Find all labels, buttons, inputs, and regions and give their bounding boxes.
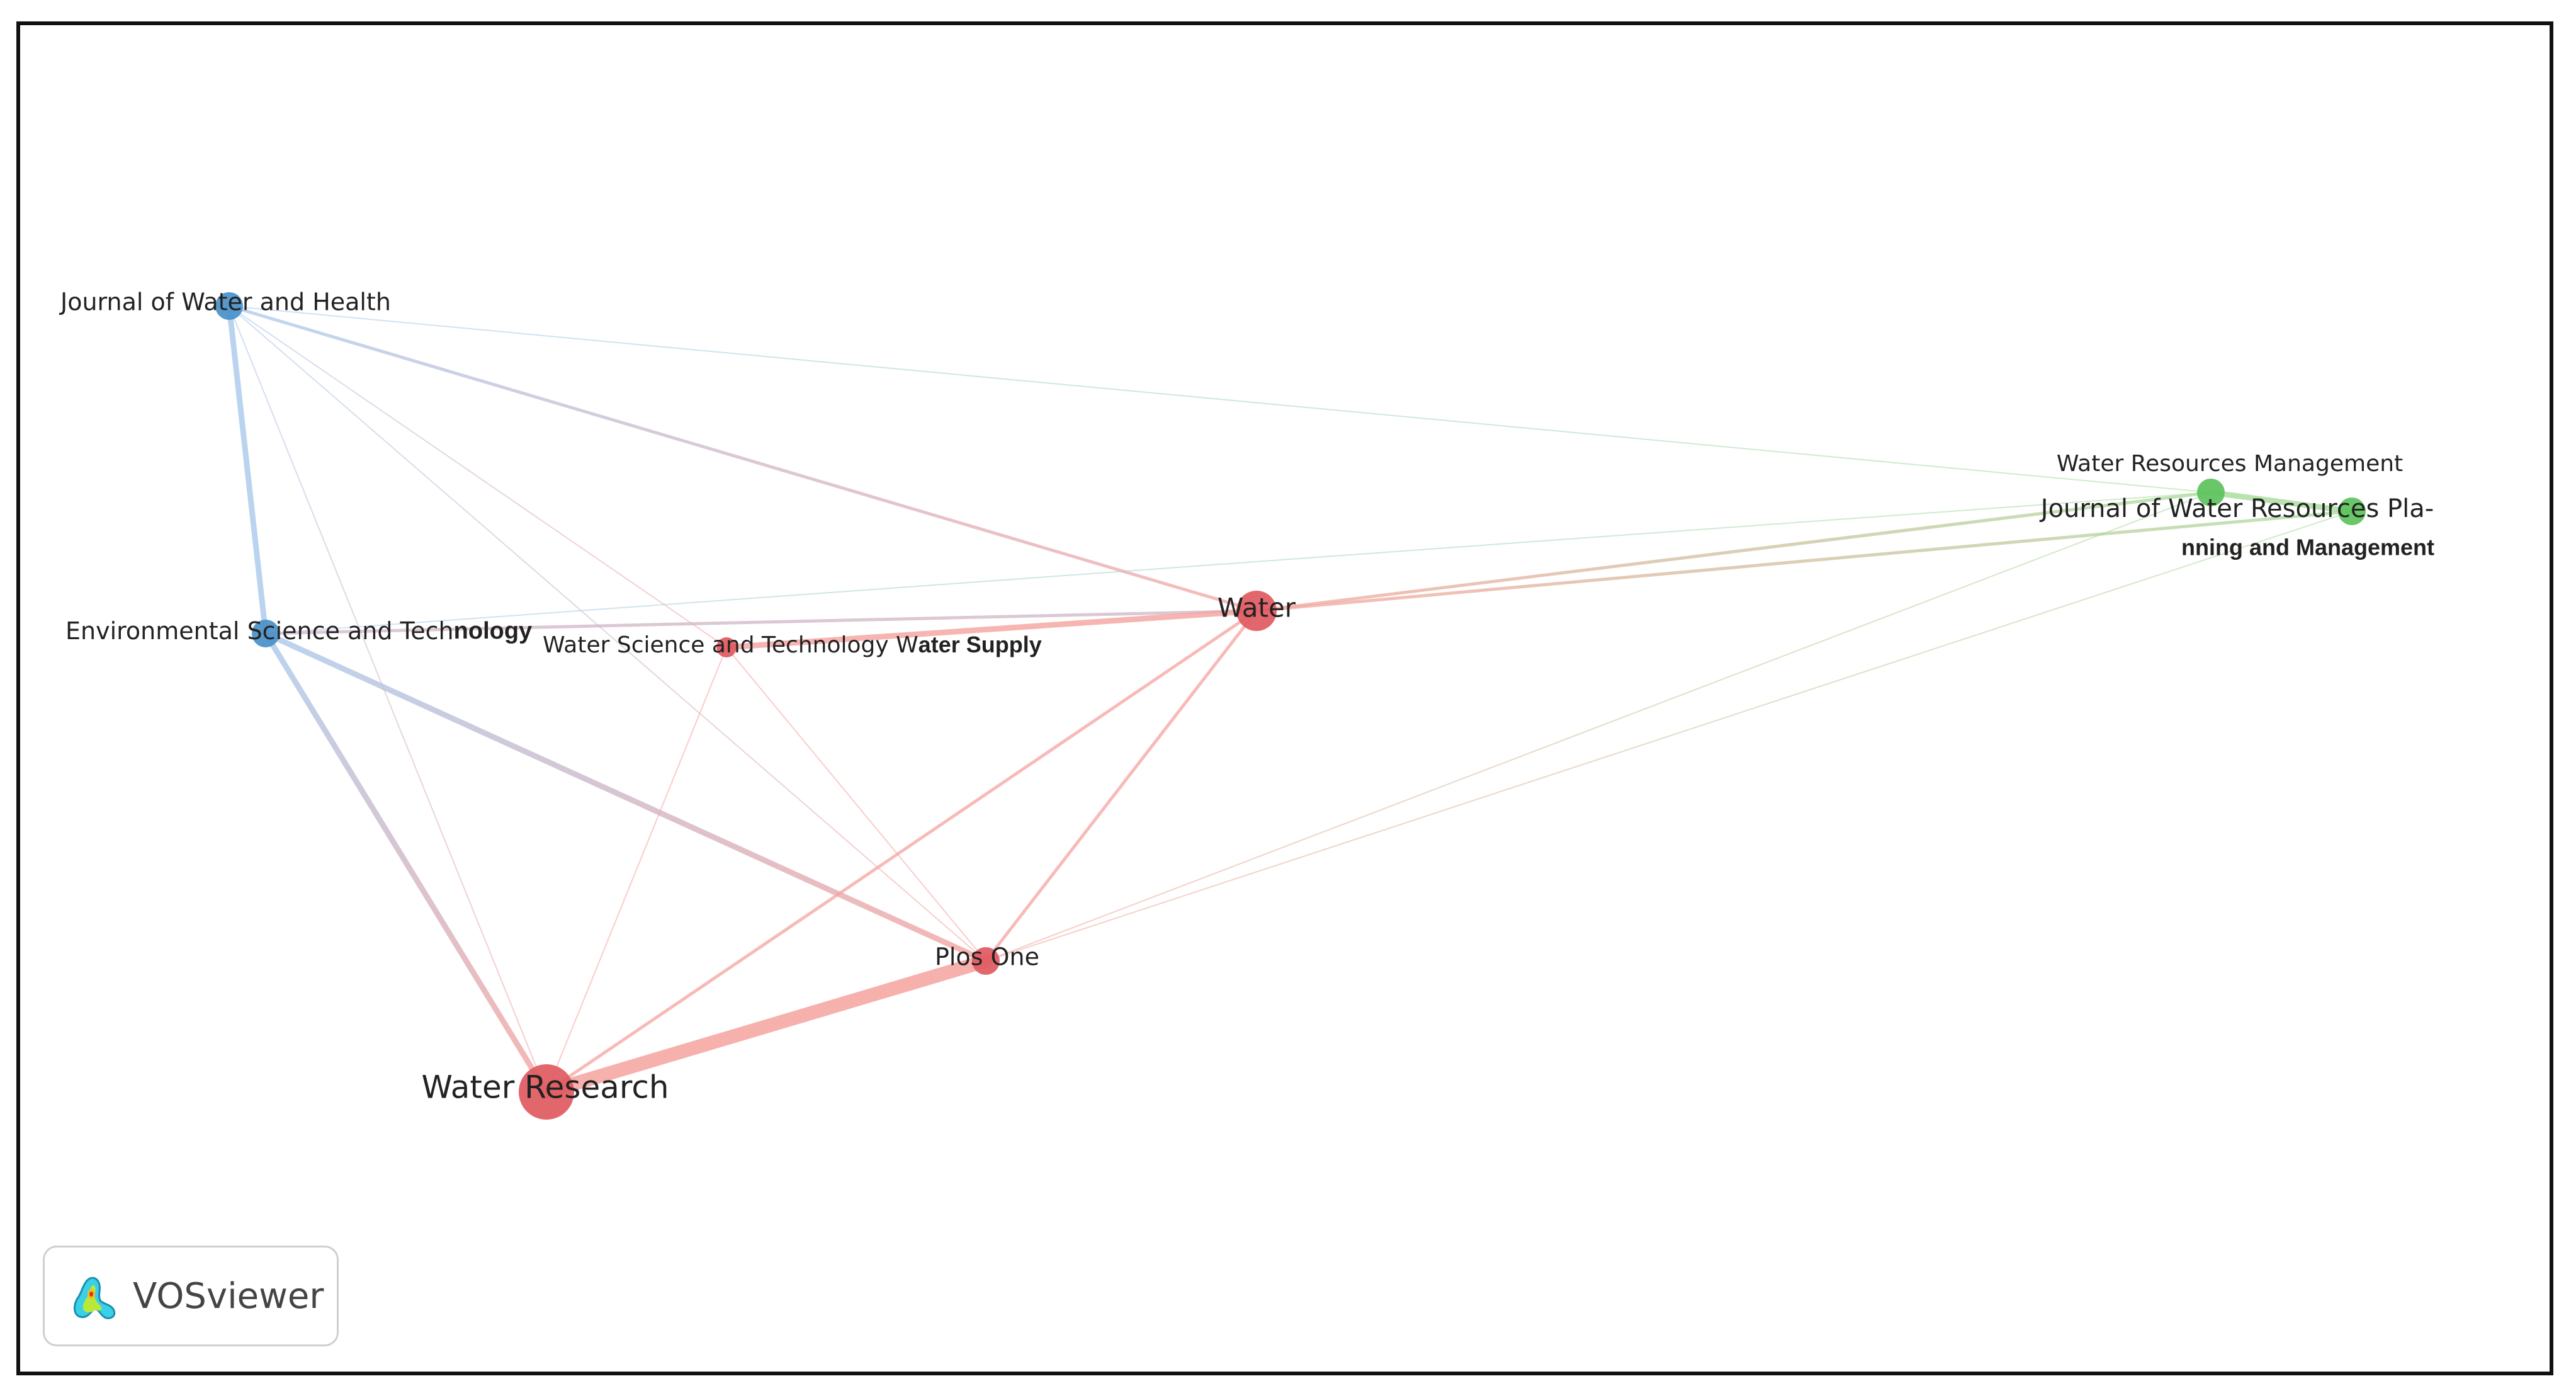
edge-wst-wr [546,647,727,1093]
edge-wr-plos [539,954,993,1099]
edge-wst-plos [726,647,987,962]
label-water: Water [1217,593,1296,623]
label-jwh: Journal of Water and Health [59,288,391,316]
edge-wrm-jwrpm [2208,489,2355,514]
edge-est-water [264,609,1258,635]
edge-jwh-wst [229,305,728,649]
node-jwrpm[interactable] [2338,497,2366,525]
edge-est-wrm [265,492,2212,634]
nodes-layer [215,292,2366,1120]
edge-jwh-wrm [229,305,2212,494]
edge-water-wr [545,609,1258,1094]
label-est: Environmental Science and Technology [65,617,532,645]
edge-water-wrm [1255,491,2213,613]
edge-est-wr [263,630,550,1095]
edge-wst-water [723,608,1260,651]
label-wst: Water Science and Technology Water Suppl… [543,632,1042,658]
label-wr: Water Research [421,1069,669,1106]
edge-plos-jwrpm [985,511,2353,962]
vosviewer-label: VOSviewer [133,1275,324,1317]
network-frame [16,21,2553,1375]
edges-layer [226,303,2355,1099]
label-jwrpm-line1: Journal of Water Resources Pla- [2039,494,2434,523]
edge-water-jwrpm [1255,509,2354,613]
node-wr[interactable] [519,1064,574,1120]
node-wst[interactable] [716,637,737,657]
edge-jwh-plos [229,305,987,962]
edge-jwh-est [226,303,269,637]
edge-jwh-wr [229,305,548,1093]
edge-water-plos [984,609,1258,963]
node-plos[interactable] [972,947,1000,975]
vosviewer-watermark: VOSviewer [43,1246,339,1346]
label-plos: Plos One [935,943,1039,971]
node-jwh[interactable] [215,292,243,320]
edge-jwh-water [227,304,1258,613]
labels-layer: Journal of Water and HealthEnvironmental… [59,288,2434,1106]
label-wrm: Water Resources Management [2057,451,2403,477]
edge-plos-wrm [985,492,2212,962]
label-jwrpm-line2: nning and Management [2181,535,2434,560]
node-est[interactable] [252,620,280,647]
edge-est-plos [263,630,989,964]
node-water[interactable] [1236,591,1277,631]
vosviewer-logo-icon [74,1276,116,1319]
node-wrm[interactable] [2197,479,2225,506]
